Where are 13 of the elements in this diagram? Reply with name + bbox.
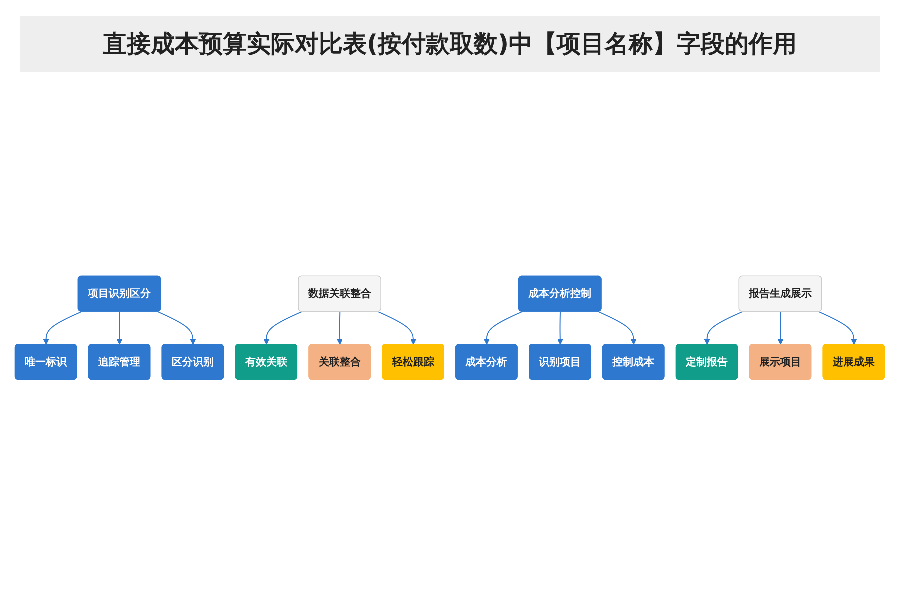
arrow [337, 311, 343, 345]
arrow [116, 311, 123, 345]
arrow [778, 311, 784, 345]
title: 直接成本预算实际对比表(按付款取数)中【项目名称】字段的作用 [20, 16, 880, 72]
arrow [378, 311, 416, 345]
arrow [484, 311, 523, 345]
arrow [818, 311, 858, 345]
arrow [598, 311, 637, 345]
arrow [704, 311, 744, 345]
arrow [558, 311, 564, 345]
arrow [264, 311, 303, 345]
arrow [43, 311, 82, 345]
arrow [157, 311, 196, 345]
